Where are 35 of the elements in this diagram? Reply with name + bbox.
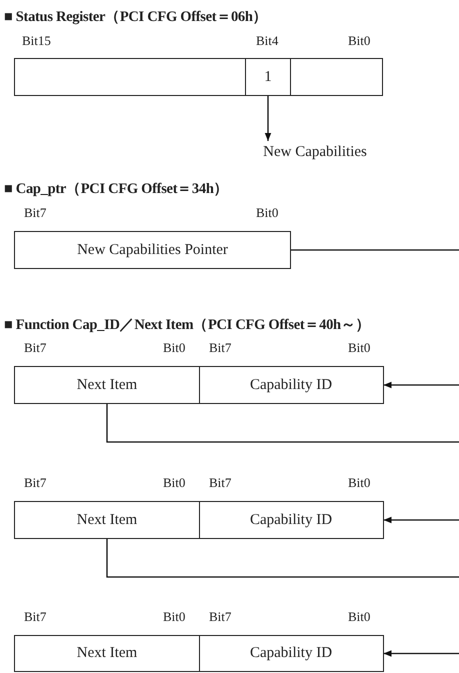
register-field: Capability ID xyxy=(198,366,384,404)
section-heading: ■ Function Cap_ID／Next Item（PCI CFG Offset＝40h～） xyxy=(4,316,370,334)
arrow xyxy=(106,404,459,524)
bit-label: Bit7 xyxy=(209,340,232,356)
register-field: Capability ID xyxy=(198,501,384,539)
bit-label: Bit0 xyxy=(163,340,186,356)
bit-label: Bit0 xyxy=(348,475,370,491)
bit-label: Bit4 xyxy=(256,33,278,49)
register-field: Next Item xyxy=(14,501,200,539)
field-caption: New Capabilities xyxy=(252,141,378,163)
bit-label: Bit7 xyxy=(209,475,232,491)
arrow xyxy=(291,249,459,388)
register-field xyxy=(14,58,246,96)
bit-label: Bit0 xyxy=(163,609,186,625)
register-field: Next Item xyxy=(14,635,200,672)
register-field: Next Item xyxy=(14,366,200,404)
bit-label: Bit0 xyxy=(348,340,370,356)
bit-label: Bit0 xyxy=(256,205,278,221)
arrow xyxy=(106,539,459,657)
section-heading: ■ Status Register（PCI CFG Offset＝06h） xyxy=(4,8,268,26)
bit-label: Bit15 xyxy=(22,33,51,49)
bit-label: Bit7 xyxy=(209,609,232,625)
register-field xyxy=(290,58,383,96)
bit-label: Bit7 xyxy=(24,340,46,356)
bit-label: Bit7 xyxy=(24,205,46,221)
register-field: Capability ID xyxy=(198,635,384,672)
arrow xyxy=(264,96,272,141)
bit-label: Bit0 xyxy=(348,609,370,625)
bit-label: Bit0 xyxy=(348,33,370,49)
section-heading: ■ Cap_ptr（PCI CFG Offset＝34h） xyxy=(4,180,228,198)
bit-label: Bit7 xyxy=(24,609,46,625)
bit-label: Bit7 xyxy=(24,475,46,491)
register-field: New Capabilities Pointer xyxy=(14,231,291,269)
bit-label: Bit0 xyxy=(163,475,186,491)
register-field: 1 xyxy=(244,58,292,96)
